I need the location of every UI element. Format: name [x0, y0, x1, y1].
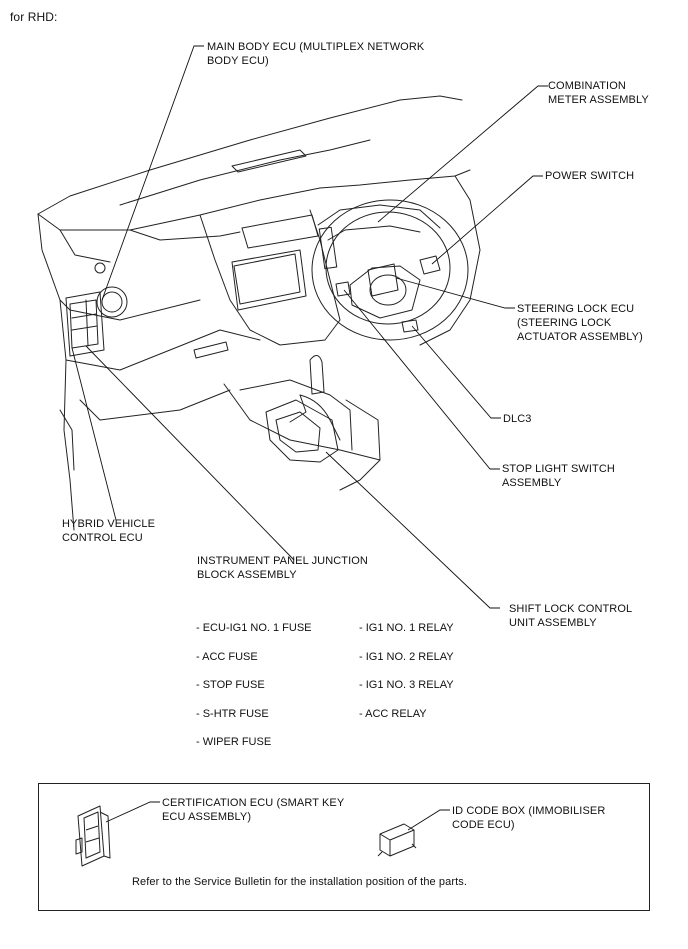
leader-hybrid-ecu [71, 347, 117, 521]
list-item: - ECU-IG1 NO. 1 FUSE [196, 622, 312, 634]
leader-steering-lock [395, 277, 515, 309]
list-item: - IG1 NO. 1 RELAY [359, 622, 454, 634]
hybrid-ecu-block [65, 291, 105, 357]
leader-id-code-box [407, 809, 450, 831]
leader-stop-light [343, 289, 500, 470]
leader-combination-meter [377, 85, 548, 223]
list-item: - WIPER FUSE [196, 736, 272, 748]
label-hybrid-vehicle-ecu: HYBRID VEHICLE CONTROL ECU [62, 518, 156, 544]
dlc3-body [401, 319, 419, 333]
label-id-code-box: ID CODE BOX (IMMOBILISER CODE ECU) [452, 805, 606, 831]
shift-lock-unit [265, 399, 339, 463]
label-certification-ecu: CERTIFICATION ECU (SMART KEY ECU ASSEMBL… [162, 797, 345, 823]
label-combination-meter: COMBINATION METER ASSEMBLY [548, 80, 649, 106]
left-knob [94, 262, 106, 274]
list-item: - IG1 NO. 3 RELAY [359, 679, 454, 691]
center-panel [199, 209, 341, 346]
dashboard-top [37, 169, 471, 231]
windshield-inner [119, 139, 371, 206]
windshield-edge [37, 95, 463, 215]
leader-shift-lock [325, 451, 500, 609]
list-item: - STOP FUSE [196, 679, 265, 691]
list-item: - IG1 NO. 2 RELAY [359, 650, 454, 663]
label-stop-light-switch: STOP LIGHT SWITCH ASSEMBLY [502, 463, 615, 489]
label-main-body-ecu: MAIN BODY ECU (MULTIPLEX NETWORK BODY EC… [207, 41, 425, 67]
label-instrument-panel-jb: INSTRUMENT PANEL JUNCTION BLOCK ASSEMBLY [197, 555, 368, 581]
steering-wheel-outer [311, 199, 469, 341]
glovebox-handle [193, 341, 229, 359]
shift-knob [309, 355, 325, 395]
center-console [223, 383, 381, 461]
left-dash-side [37, 213, 71, 481]
defroster-vent [231, 149, 307, 173]
steering-lock-body [367, 263, 399, 297]
label-steering-lock-ecu: STEERING LOCK ECU (STEERING LOCK ACTUATO… [517, 303, 643, 343]
leader-junction-block [85, 345, 295, 561]
junction-block-relay-list: - IG1 NO. 1 RELAY - IG1 NO. 2 RELAY - IG… [359, 621, 454, 735]
left-vent [96, 286, 128, 318]
leader-power-switch [431, 175, 543, 265]
label-shift-lock-control: SHIFT LOCK CONTROL UNIT ASSEMBLY [509, 603, 633, 629]
air-vent-top [241, 214, 319, 249]
leader-certification-ecu [105, 801, 160, 823]
list-item: - ACC FUSE [196, 650, 258, 663]
stop-light-switch-body [335, 281, 351, 297]
list-item: - S-HTR FUSE [196, 707, 269, 720]
page-header: for RHD: [10, 10, 58, 24]
inset-box [38, 783, 650, 911]
junction-block-fuse-list: - ECU-IG1 NO. 1 FUSE - ACC FUSE - STOP F… [196, 621, 312, 764]
list-item: - ACC RELAY [359, 707, 427, 720]
label-dlc3: DLC3 [503, 413, 532, 425]
inset-note: Refer to the Service Bulletin for the in… [132, 876, 468, 888]
id-code-box-icon [379, 823, 415, 857]
meter-hood [317, 204, 441, 229]
display-screen [233, 253, 301, 305]
power-switch-body [419, 255, 441, 275]
leader-dlc3 [411, 325, 501, 419]
label-power-switch: POWER SWITCH [545, 170, 635, 182]
leader-main-body-ecu [101, 45, 204, 301]
